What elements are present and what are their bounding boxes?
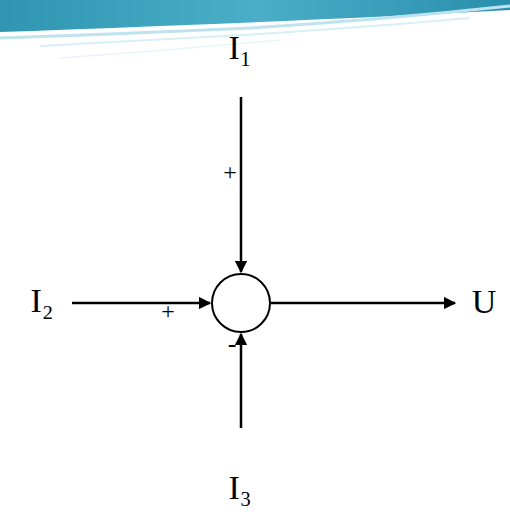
signal-label: U [472, 285, 497, 319]
sign-label: + [223, 160, 237, 184]
signal-label: I₁ [228, 31, 251, 65]
summing-junction [212, 274, 270, 332]
input-arrow [240, 97, 243, 272]
input-arrow [72, 302, 210, 305]
output-arrow [271, 302, 455, 305]
signal-label: I₃ [228, 471, 251, 505]
signal-label: I₂ [30, 284, 53, 318]
sign-label: + [161, 299, 175, 323]
sign-label: - [228, 331, 237, 357]
input-arrow [240, 334, 243, 428]
